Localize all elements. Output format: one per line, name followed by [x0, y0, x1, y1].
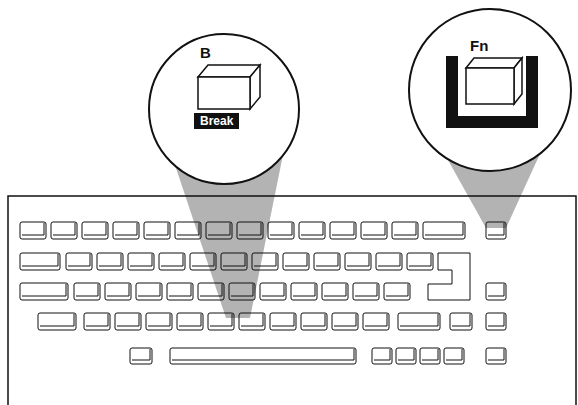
key-label: Fn: [470, 38, 488, 53]
key-legend-bar: Break: [194, 113, 239, 129]
key-closeup: [410, 10, 570, 170]
magnify-callout: B Break: [148, 33, 300, 185]
key-closeup: [150, 35, 298, 183]
magnify-callout: Fn: [408, 8, 572, 172]
key-label: B: [200, 45, 211, 60]
keyboard-outline: [8, 196, 576, 405]
keys: [20, 222, 506, 364]
